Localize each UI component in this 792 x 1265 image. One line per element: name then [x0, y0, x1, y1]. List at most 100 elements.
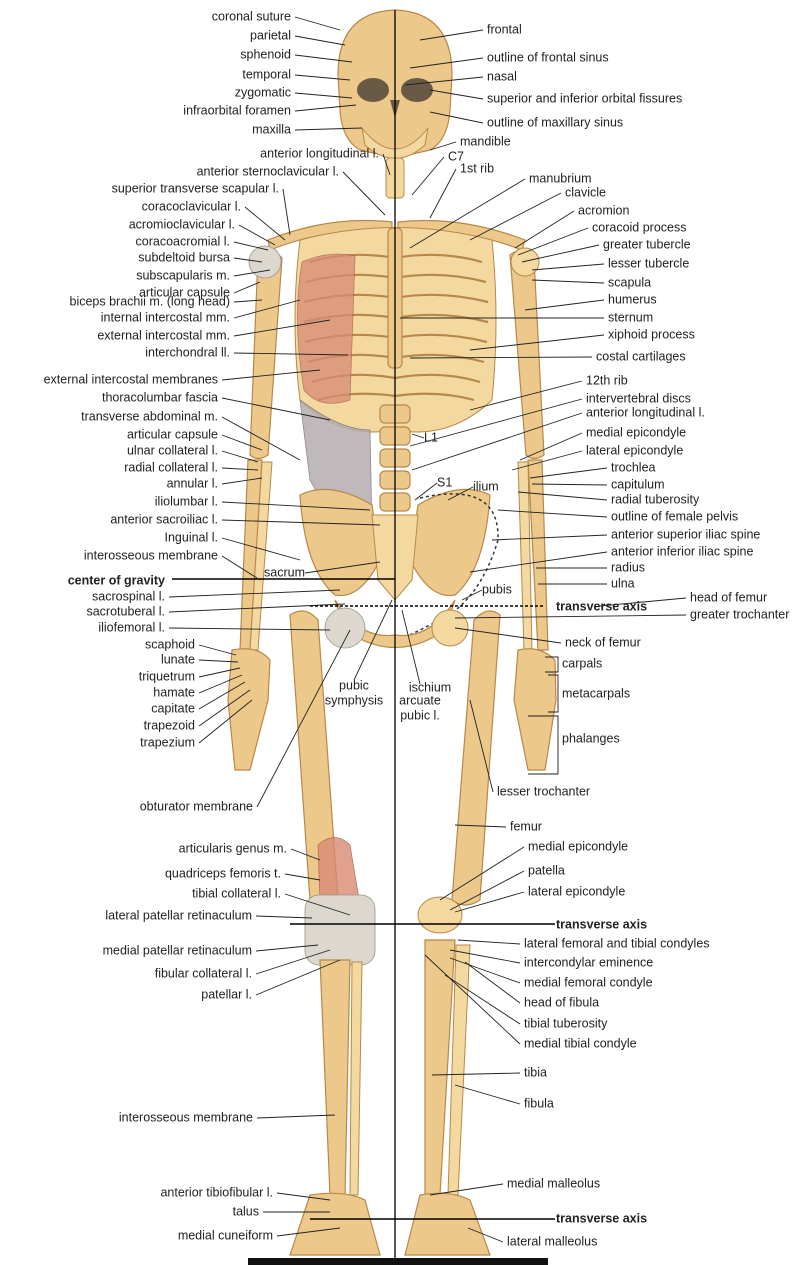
labels_right-label: outline of frontal sinus: [487, 50, 609, 64]
labels_right-label: lateral femoral and tibial condyles: [524, 936, 710, 950]
left-patella: [418, 897, 462, 933]
labels_center-label: ilium: [473, 479, 499, 493]
labels_right-label: metacarpals: [562, 686, 630, 700]
labels_left-label: center of gravity: [68, 573, 165, 587]
labels_left-label: patellar l.: [201, 987, 252, 1001]
leader-line: [465, 962, 520, 1003]
leader-line: [257, 1115, 335, 1118]
labels_right-label: trochlea: [611, 460, 656, 474]
labels_left-label: sacrotuberal l.: [86, 604, 165, 618]
labels_left-label: capitate: [151, 701, 195, 715]
leader-line: [455, 1085, 520, 1104]
labels_left-label: ulnar collateral l.: [127, 443, 218, 457]
labels_right-label: xiphoid process: [608, 327, 695, 341]
labels_center-label: pubic: [339, 678, 369, 692]
left-femur: [452, 611, 500, 905]
labels_left-label: articular capsule: [127, 427, 218, 441]
labels_left-label: obturator membrane: [140, 799, 253, 813]
labels_right-label: medial tibial condyle: [524, 1036, 637, 1050]
labels_left-label: talus: [233, 1204, 259, 1218]
leader-line: [256, 916, 312, 918]
right-tibia: [320, 960, 350, 1195]
leader-line: [412, 434, 424, 438]
labels_right-label: acromion: [578, 203, 629, 217]
labels_left-label: superior transverse scapular l.: [112, 181, 279, 195]
labels_left-label: iliofemoral l.: [98, 620, 165, 634]
leader-line: [512, 451, 582, 470]
labels-group: coronal sutureparietalsphenoidtemporalzy…: [44, 9, 790, 1248]
right-foot: [290, 1193, 380, 1255]
labels_center-label: pubis: [482, 582, 512, 596]
labels_right-label: clavicle: [565, 185, 606, 199]
labels_right-label: humerus: [608, 292, 657, 306]
labels_right-label: medial epicondyle: [528, 839, 628, 853]
right-hand: [228, 649, 270, 770]
labels_left-label: coracoclavicular l.: [142, 199, 241, 213]
labels_left-label: lateral patellar retinaculum: [105, 908, 252, 922]
labels_left-label: tibial collateral l.: [192, 886, 281, 900]
leader-line: [518, 228, 588, 255]
right-humerus: [250, 251, 282, 459]
labels_left-label: interosseous membrane: [84, 548, 218, 562]
labels_right-label: medial malleolus: [507, 1176, 600, 1190]
labels_left-label: subdeltoid bursa: [138, 250, 230, 264]
left-foot: [405, 1193, 490, 1255]
labels_right-label: intervertebral discs: [586, 391, 691, 405]
labels_left-label: medial patellar retinaculum: [103, 943, 252, 957]
labels_left-label: trapezium: [140, 735, 195, 749]
labels_right-label: anterior superior iliac spine: [611, 527, 760, 541]
leader-line: [245, 207, 285, 240]
labels_right-label: outline of female pelvis: [611, 509, 738, 523]
labels_right-label: nasal: [487, 69, 517, 83]
labels_right-label: 12th rib: [586, 373, 628, 387]
labels_left-label: anterior sacroiliac l.: [110, 512, 218, 526]
leader-line: [532, 280, 604, 283]
labels_left-label: external intercostal mm.: [97, 328, 230, 342]
leader-line: [515, 211, 574, 248]
labels_center-label: arcuate: [399, 693, 441, 707]
labels_left-label: interchondral ll.: [145, 345, 230, 359]
labels_left-label: infraorbital foramen: [183, 103, 291, 117]
labels_left-label: hamate: [153, 685, 195, 699]
labels_left-label: triquetrum: [139, 669, 195, 683]
leader-line: [412, 157, 444, 195]
labels_right-label: lesser trochanter: [497, 784, 590, 798]
labels_right-label: patella: [528, 863, 565, 877]
labels_left-label: coracoacromial l.: [136, 234, 230, 248]
labels_left-label: fibular collateral l.: [155, 966, 252, 980]
left-orbit: [401, 78, 433, 102]
labels_left-label: internal intercostal mm.: [101, 310, 230, 324]
labels_left-label: Inguinal l.: [164, 530, 218, 544]
labels_left-label: temporal: [242, 67, 291, 81]
labels_right-label: medial femoral condyle: [524, 975, 653, 989]
leader-line: [492, 535, 607, 540]
labels_right-label: anterior longitudinal l.: [586, 405, 705, 419]
labels_left-label: transverse abdominal m.: [81, 409, 218, 423]
labels_right-label: tibial tuberosity: [524, 1016, 608, 1030]
labels_left-label: annular l.: [167, 476, 218, 490]
leader-line: [199, 645, 236, 655]
labels_left-label: maxilla: [252, 122, 291, 136]
leader-line: [430, 169, 456, 218]
leader-line: [283, 189, 290, 235]
labels_right-label: manubrium: [529, 171, 592, 185]
labels_left-label: radial collateral l.: [124, 460, 218, 474]
labels_left-label: sacrospinal l.: [92, 589, 165, 603]
labels_right-label: 1st rib: [460, 161, 494, 175]
leader-line: [295, 36, 345, 45]
leader-line: [343, 172, 385, 215]
labels_right-label: capitulum: [611, 477, 665, 491]
labels_left-label: subscapularis m.: [136, 268, 230, 282]
labels_center-label: ischium: [409, 680, 451, 694]
right-fibula: [350, 962, 362, 1195]
labels_right-label: lateral epicondyle: [528, 884, 625, 898]
left-femoral-head: [432, 610, 468, 646]
labels_left-label: zygomatic: [235, 85, 291, 99]
labels_right-label: carpals: [562, 656, 602, 670]
labels_left-label: quadriceps femoris t.: [165, 866, 281, 880]
labels_right-label: ulna: [611, 576, 635, 590]
labels_right-label: lateral epicondyle: [586, 443, 683, 457]
leader-line: [498, 510, 607, 517]
labels_right-label: greater tubercle: [603, 237, 691, 251]
